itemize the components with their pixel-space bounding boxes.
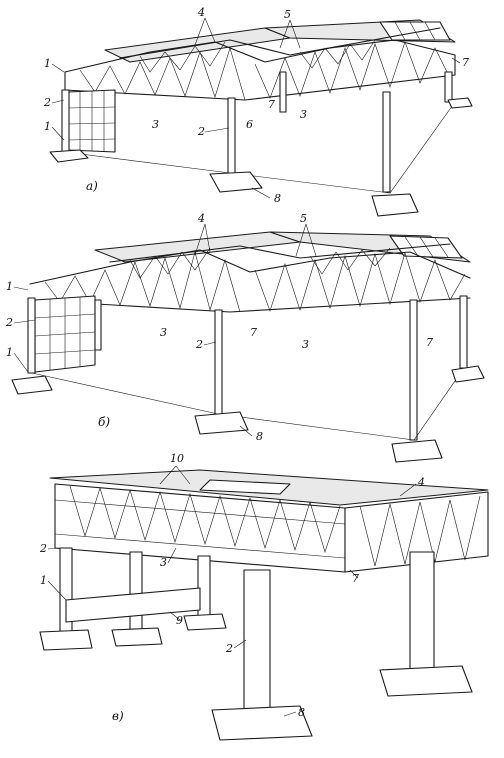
panel-a-label: 5 (284, 8, 291, 21)
panel-b-label: 3 (302, 338, 309, 351)
panel-b-truss-front-top (29, 249, 471, 285)
panel-a-truss-front-bottom (64, 74, 456, 101)
panel-c-foundation-right (379, 665, 473, 697)
panel-c-foundation-front (211, 705, 313, 741)
panel-a-foundation-left (49, 149, 89, 163)
panel-a-label: 2 (43, 96, 51, 109)
panel-b-label: 8 (256, 430, 263, 443)
panel-c-label: 3 (160, 556, 167, 569)
panel-b-label: 5 (300, 212, 307, 225)
panel-b-label: 3 (160, 326, 167, 339)
panel-b-label: 2 (5, 316, 13, 329)
panel-b-caption: б) (98, 415, 110, 429)
panel-c-label: 9 (176, 614, 183, 627)
panel-a-callouts: 1 2 1 3 4 5 6 7 3 7 2 8 а) (43, 6, 469, 205)
panel-b-callouts: 1 2 1 3 4 5 7 3 7 2 8 б) (5, 212, 433, 443)
panel-b-foundation-left (11, 375, 53, 395)
panel-a-label: 6 (246, 118, 253, 131)
panel-b-label: 7 (426, 336, 433, 349)
panel-c-column-right (409, 551, 435, 671)
panel-b-skylight (389, 235, 463, 259)
panel-c-label: 7 (352, 572, 359, 585)
panel-c-label: 4 (417, 476, 425, 489)
panel-a-caption: а) (86, 179, 98, 193)
panel-a-label: 2 (197, 125, 205, 138)
panel-c-crane-beam (65, 587, 201, 623)
panel-b-label: 4 (197, 212, 205, 225)
panel-a-label: 7 (268, 98, 275, 111)
panel-b-frame (11, 231, 485, 463)
panel-c-label: 2 (39, 542, 47, 555)
panel-c-column-front (243, 569, 271, 711)
panel-a-label: 1 (44, 57, 51, 70)
panel-a-label: 3 (152, 118, 159, 131)
panel-b-foundation-mid (194, 411, 249, 435)
panel-c-label: 1 (40, 574, 47, 587)
panel-a-frame (49, 19, 473, 217)
panel-a-label: 7 (462, 56, 469, 69)
panel-b-label: 1 (6, 280, 13, 293)
panel-a-label: 8 (274, 192, 281, 205)
panel-c-frame (39, 469, 489, 741)
panel-a-label: 1 (44, 120, 51, 133)
panel-c-label: 2 (225, 642, 233, 655)
panel-b-foundation-right (391, 439, 443, 463)
panel-c-label: 8 (298, 706, 305, 719)
panel-c-label: 10 (170, 452, 184, 465)
panel-c-caption: в) (112, 709, 124, 723)
panel-b-label: 7 (250, 326, 257, 339)
panel-a-foundation-right (371, 193, 419, 217)
panel-a-foundation-mid (209, 171, 263, 193)
panel-a-wall-glazing (67, 89, 116, 153)
panel-c-callouts: 10 4 2 3 7 1 9 2 8 в) (39, 452, 425, 723)
panel-a-label: 3 (300, 108, 307, 121)
panel-b-label: 2 (195, 338, 203, 351)
panel-a-label: 4 (197, 6, 205, 19)
panel-b-label: 1 (6, 346, 13, 359)
panel-a-truss-front-top (64, 39, 456, 73)
